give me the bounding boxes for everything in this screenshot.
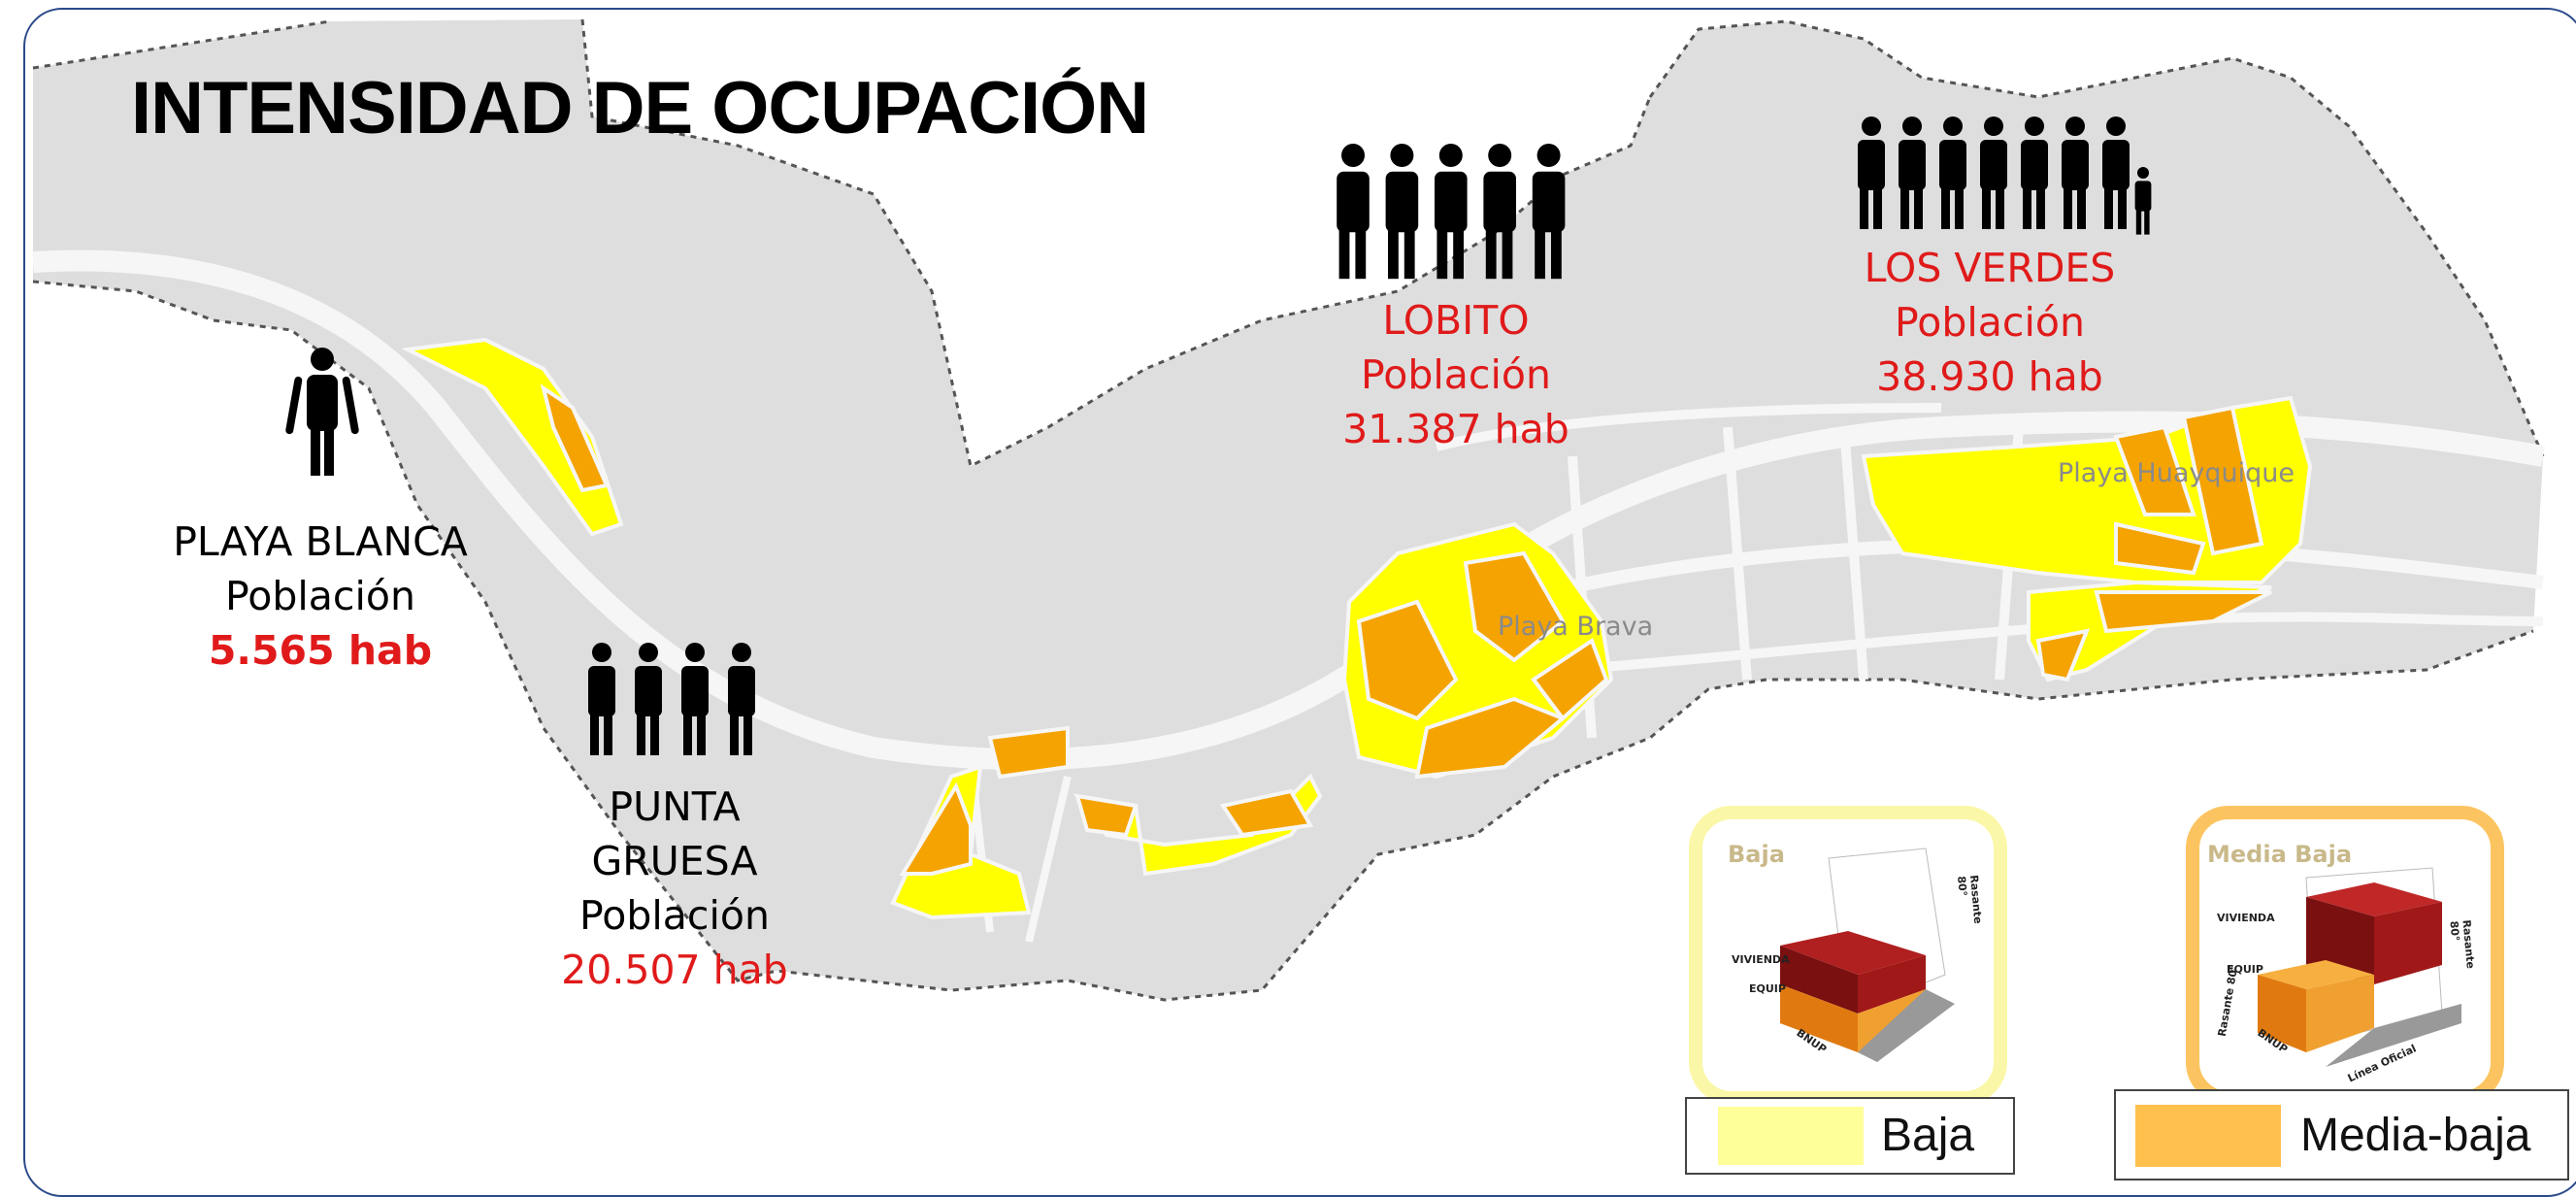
zone-media-baja [2114, 521, 2206, 576]
zone-media-baja [2181, 405, 2264, 556]
zone-media-baja [1074, 793, 1139, 838]
building-label: EQUIP [2227, 963, 2263, 976]
population-label: Población [225, 573, 415, 619]
population-label: Población [1361, 351, 1551, 398]
legend-label: Media-baja [2300, 1110, 2531, 1161]
legend-item-media-baja: Media-baja [2114, 1089, 2569, 1180]
building-label: EQUIP [1749, 982, 1786, 995]
zone-media-baja [2094, 590, 2272, 634]
zone-media-baja [540, 383, 610, 493]
sector-playa-blanca: PLAYA BLANCA Población 5.565 hab [170, 515, 471, 678]
sector-punta-gruesa: PUNTA GRUESA Población 20.507 hab [544, 780, 806, 997]
zone-media-baja [1463, 550, 1566, 663]
sector-name: LOBITO [1382, 297, 1530, 344]
zone-baja [401, 337, 624, 537]
sector-lobito: LOBITO Población 31.387 hab [1301, 293, 1611, 456]
place-label: Playa Huayquique [2058, 458, 2295, 488]
building-type-baja: Baja VIVIENDA EQUIP BNUP Rasante 80° [1689, 806, 2007, 1105]
sector-los-verdes: LOS VERDES Población 38.930 hab [1834, 241, 2145, 404]
sector-name-line: GRUESA [591, 838, 758, 884]
coastal-road [32, 249, 2545, 771]
zone-media-baja [899, 781, 973, 876]
building-illustration [1780, 848, 1955, 1062]
sector-name-line: PUNTA [609, 783, 741, 830]
page-title: INTENSIDAD DE OCUPACIÓN [131, 67, 1149, 150]
population-value: 38.930 hab [1876, 353, 2103, 400]
zone-media-baja [1356, 599, 1459, 721]
zone-media-baja [1219, 788, 1314, 838]
sector-name: LOS VERDES [1864, 245, 2116, 291]
building-illustration [2258, 867, 2461, 1067]
building-label: VIVIENDA [1732, 953, 1790, 966]
building-type-media-baja: Media Baja VIVIENDA EQUIP BNUP Rasante 8… [2186, 806, 2504, 1105]
building-type-title: Media Baja [2207, 841, 2353, 868]
building-type-title: Baja [1728, 841, 1785, 868]
population-value: 5.565 hab [208, 627, 433, 674]
legend-item-baja: Baja [1685, 1097, 2015, 1175]
land-area [33, 19, 2543, 1000]
place-label: Playa Brava [1498, 612, 1654, 642]
population-value: 31.387 hab [1342, 406, 1569, 452]
zone-media-baja [1531, 637, 1609, 721]
people-group-icon [588, 643, 755, 755]
population-label: Población [579, 892, 770, 939]
zone-media-baja [2035, 628, 2091, 682]
zone-media-baja [1414, 696, 1567, 780]
sector-name: PLAYA BLANCA [173, 518, 468, 565]
building-label: VIVIENDA [2217, 912, 2275, 924]
legend-label: Baja [1881, 1110, 1975, 1161]
person-icon [285, 348, 359, 476]
zone-media-baja [2113, 424, 2196, 516]
legend-swatch [2135, 1105, 2281, 1167]
population-label: Población [1895, 299, 2085, 346]
zone-baja [2027, 580, 2272, 682]
legend-swatch [1718, 1107, 1864, 1165]
building-label: Rasante 80° [2447, 918, 2477, 970]
population-value: 20.507 hab [561, 947, 788, 993]
zone-media-baja [987, 725, 1070, 780]
building-label: Rasante 80° [1955, 874, 1985, 925]
